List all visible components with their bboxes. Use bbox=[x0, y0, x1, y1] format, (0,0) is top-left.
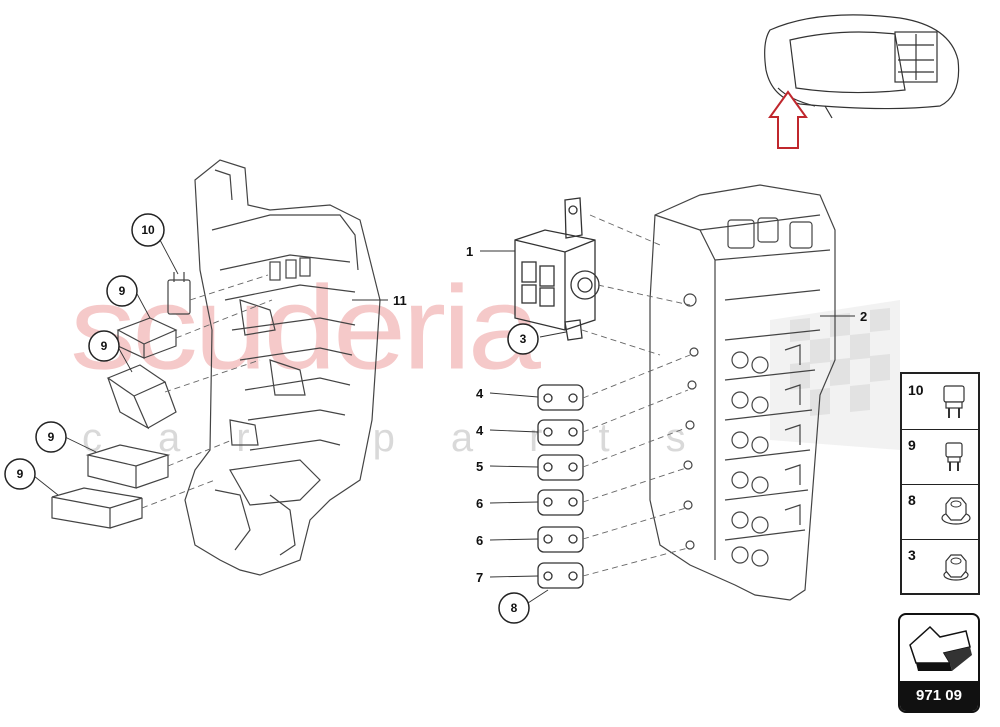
label-part-6b: 6 bbox=[476, 533, 483, 548]
checkered-flag-watermark bbox=[770, 300, 900, 450]
legend-number: 3 bbox=[908, 547, 916, 563]
callout-part-9b-text: 9 bbox=[101, 339, 108, 353]
relay-9-part-c bbox=[85, 444, 171, 489]
callout-part-9c: 9 bbox=[35, 421, 67, 453]
legend-row-8: 8 bbox=[902, 484, 978, 540]
view-direction-arrow-icon bbox=[909, 625, 972, 671]
relay-9-part-b bbox=[106, 364, 177, 430]
callout-part-9d: 9 bbox=[4, 458, 36, 490]
label-part-4a: 4 bbox=[476, 386, 484, 401]
connector-clip-4b bbox=[537, 419, 584, 446]
parts-legend: 10 9 8 3 bbox=[900, 372, 980, 595]
legend-row-9: 9 bbox=[902, 429, 978, 485]
connector-clip-4a bbox=[537, 384, 584, 411]
fuse-10-part bbox=[167, 272, 191, 315]
callout-part-8-text: 8 bbox=[511, 601, 518, 615]
fuse-large-icon bbox=[943, 385, 965, 418]
label-part-2: 2 bbox=[860, 309, 867, 324]
car-locator-icon bbox=[764, 14, 960, 119]
label-part-7: 7 bbox=[476, 570, 483, 585]
label-part-6a: 6 bbox=[476, 496, 483, 511]
callout-part-10: 10 bbox=[131, 213, 165, 247]
connector-clip-5 bbox=[537, 454, 584, 481]
callout-part-9b: 9 bbox=[88, 330, 120, 362]
label-part-4b: 4 bbox=[476, 423, 484, 438]
legend-number: 10 bbox=[908, 382, 924, 398]
callout-part-8: 8 bbox=[498, 592, 530, 624]
legend-number: 8 bbox=[908, 492, 916, 508]
callout-part-3: 3 bbox=[507, 323, 539, 355]
main-terminal-block-part bbox=[514, 197, 600, 341]
page-code-box: 971 09 bbox=[898, 613, 980, 713]
callout-part-10-text: 10 bbox=[141, 223, 155, 237]
dashed-leader-lines bbox=[141, 214, 691, 577]
relay-9-part-d bbox=[51, 487, 143, 529]
callout-part-9d-text: 9 bbox=[17, 467, 24, 481]
legend-row-10: 10 bbox=[902, 374, 978, 430]
watermark-subtitle: car parts bbox=[82, 416, 742, 460]
connector-clips bbox=[537, 384, 584, 589]
label-part-1: 1 bbox=[466, 244, 473, 259]
label-leader-lines bbox=[33, 239, 855, 604]
fuse-9-part-a bbox=[116, 317, 178, 359]
right-fuse-box-housing bbox=[649, 184, 836, 601]
flange-nut-icon bbox=[941, 497, 971, 525]
fuse-small-icon bbox=[945, 442, 963, 471]
connector-clip-7 bbox=[537, 562, 584, 589]
page-code: 971 09 bbox=[900, 681, 978, 711]
watermark-brand: scuderia bbox=[70, 261, 541, 394]
legend-row-3: 3 bbox=[902, 539, 978, 594]
hex-nut-icon bbox=[943, 554, 969, 581]
connector-clip-6a bbox=[537, 489, 584, 516]
callout-part-9a: 9 bbox=[106, 275, 138, 307]
label-part-11: 11 bbox=[393, 293, 407, 308]
locator-arrow-icon bbox=[768, 90, 808, 149]
legend-number: 9 bbox=[908, 437, 916, 453]
callout-part-9a-text: 9 bbox=[119, 284, 126, 298]
label-part-5: 5 bbox=[476, 459, 483, 474]
left-fuse-box-housing bbox=[184, 159, 381, 576]
callout-part-3-text: 3 bbox=[520, 332, 527, 346]
connector-clip-6b bbox=[537, 526, 584, 553]
callout-part-9c-text: 9 bbox=[48, 430, 55, 444]
